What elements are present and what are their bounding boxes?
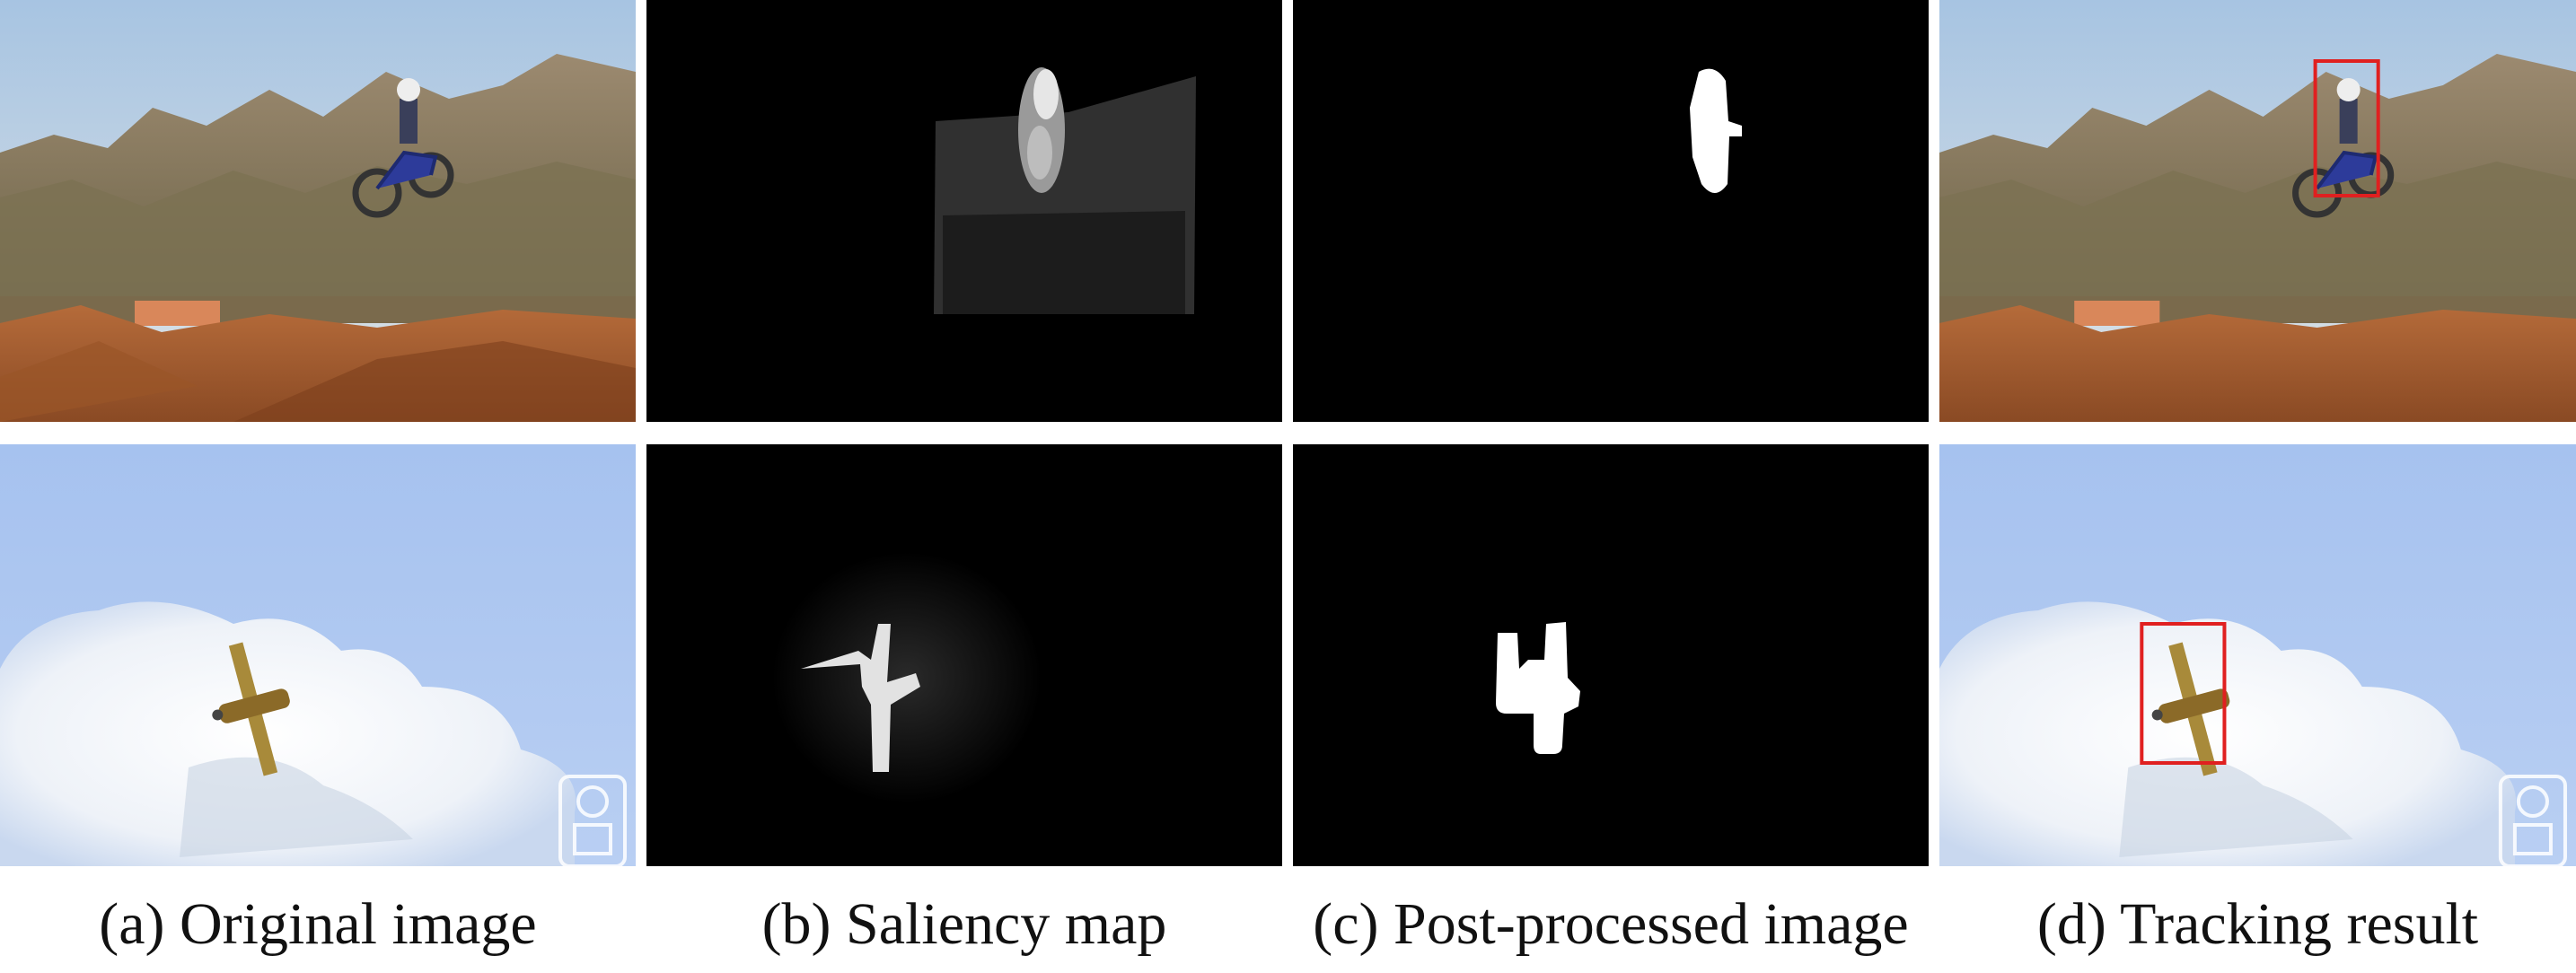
bounding-box-icon [2313, 59, 2380, 197]
row2-original-image [0, 444, 636, 866]
caption-original-image: (a) Original image [99, 891, 537, 957]
bounding-box-icon [2140, 622, 2227, 765]
watermark-seal-icon [558, 775, 627, 866]
row1-original-image [0, 0, 636, 422]
row1-saliency-map [646, 0, 1282, 422]
row2-post-processed-image [1293, 444, 1929, 866]
caption-post-processed-image: (c) Post-processed image [1313, 891, 1909, 957]
row2-tracking-result [1939, 444, 2576, 866]
row1-post-processed-image [1293, 0, 1929, 422]
caption-saliency-map: (b) Saliency map [761, 891, 1167, 957]
caption-tracking-result: (d) Tracking result [2036, 891, 2479, 957]
row1-tracking-result [1939, 0, 2576, 422]
row2-saliency-map [646, 444, 1282, 866]
